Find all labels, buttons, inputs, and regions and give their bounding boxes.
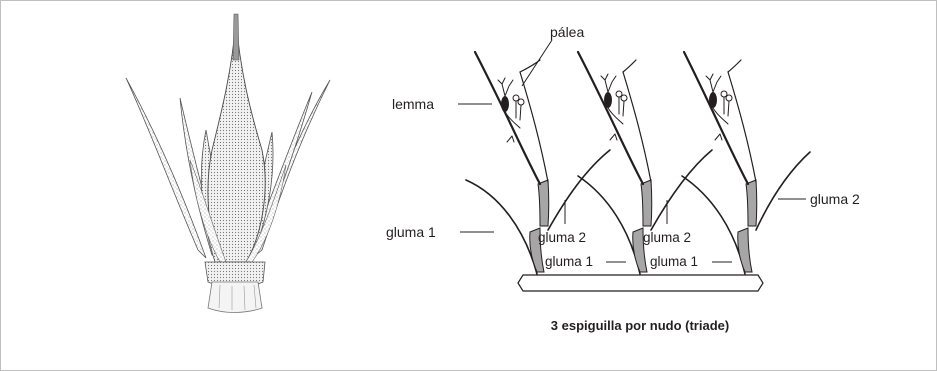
label-gluma2-b: gluma 2	[643, 230, 691, 245]
figure-caption: 3 espiguilla por nudo (triade)	[551, 318, 729, 333]
glume-fill-3a	[738, 228, 752, 272]
spikelet-3	[682, 52, 810, 274]
label-palea: pálea	[550, 24, 584, 40]
leader-palea	[522, 40, 552, 86]
label-gluma1-b: gluma 1	[650, 254, 698, 269]
glume-fill-3b	[746, 180, 757, 226]
label-gluma2-a: gluma 2	[538, 230, 586, 245]
rachis-bar	[518, 275, 763, 291]
label-lemma: lemma	[392, 96, 434, 112]
central-awn	[233, 14, 239, 60]
glume-fill-1b	[538, 180, 549, 226]
label-gluma2-right: gluma 2	[810, 191, 860, 207]
triad-diagram	[458, 40, 810, 291]
spikelet-illustration	[126, 14, 330, 313]
label-gluma1-a: gluma 1	[545, 254, 593, 269]
glume-fill-2b	[641, 180, 652, 226]
label-gluma1-left: gluma 1	[386, 224, 436, 240]
